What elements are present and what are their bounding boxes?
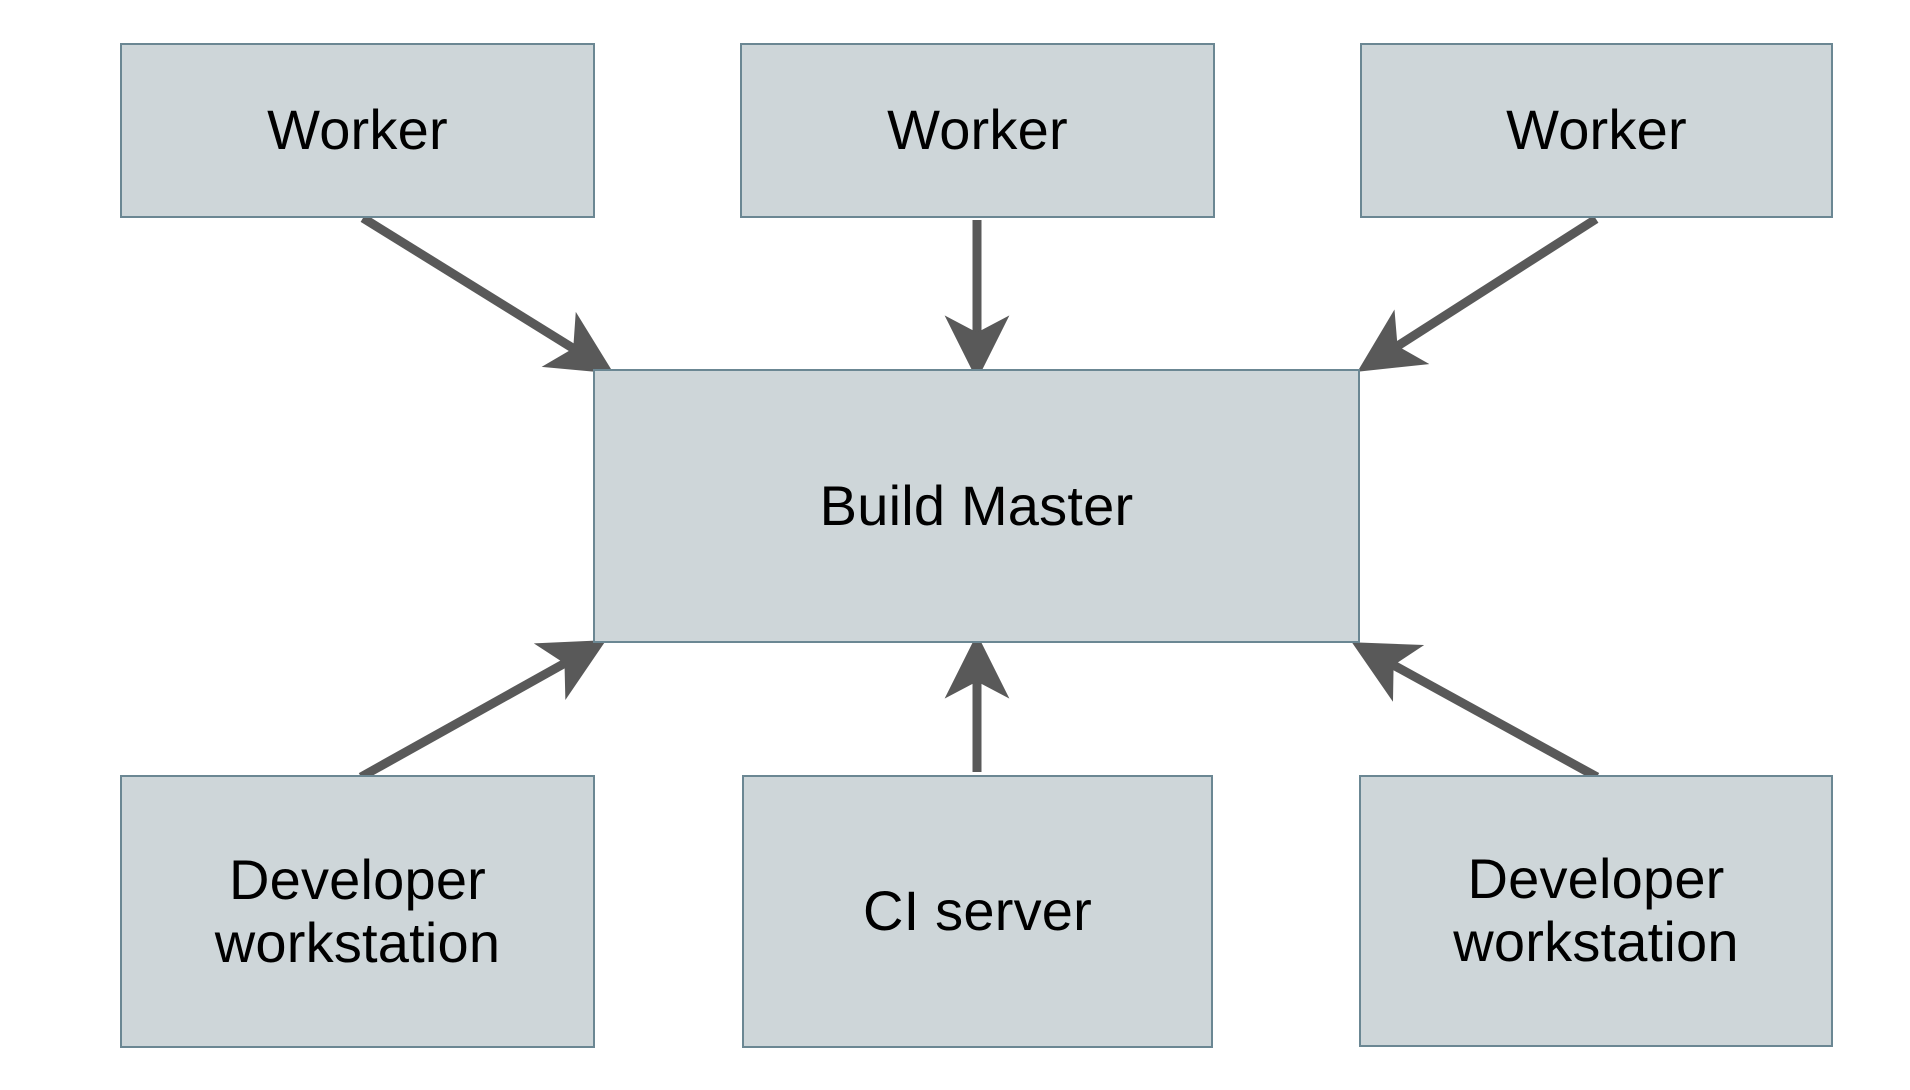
node-label-developer-workstation-right: Developer workstation <box>1453 847 1739 973</box>
node-worker-3[interactable]: Worker <box>1360 43 1833 218</box>
node-label-worker-3: Worker <box>1506 98 1687 162</box>
node-label-developer-workstation-left: Developer workstation <box>214 847 501 974</box>
node-worker-2[interactable]: Worker <box>740 43 1215 218</box>
node-label-worker-2: Worker <box>887 98 1068 162</box>
node-build-master[interactable]: Build Master <box>593 369 1360 643</box>
edge-developer-workstation-right-to-build-master <box>1351 642 1600 781</box>
node-worker-1[interactable]: Worker <box>120 43 595 218</box>
node-label-build-master: Build Master <box>819 473 1134 537</box>
edge-worker-3-to-build-master <box>1357 215 1599 372</box>
node-label-worker-1: Worker <box>267 98 448 162</box>
node-ci-server[interactable]: CI server <box>742 775 1213 1048</box>
edge-worker-1-to-build-master <box>360 214 614 374</box>
edge-developer-workstation-left-to-build-master <box>358 640 607 781</box>
node-label-ci-server: CI server <box>863 879 1092 943</box>
node-developer-workstation-left[interactable]: Developer workstation <box>120 775 595 1048</box>
node-developer-workstation-right[interactable]: Developer workstation <box>1359 775 1833 1047</box>
